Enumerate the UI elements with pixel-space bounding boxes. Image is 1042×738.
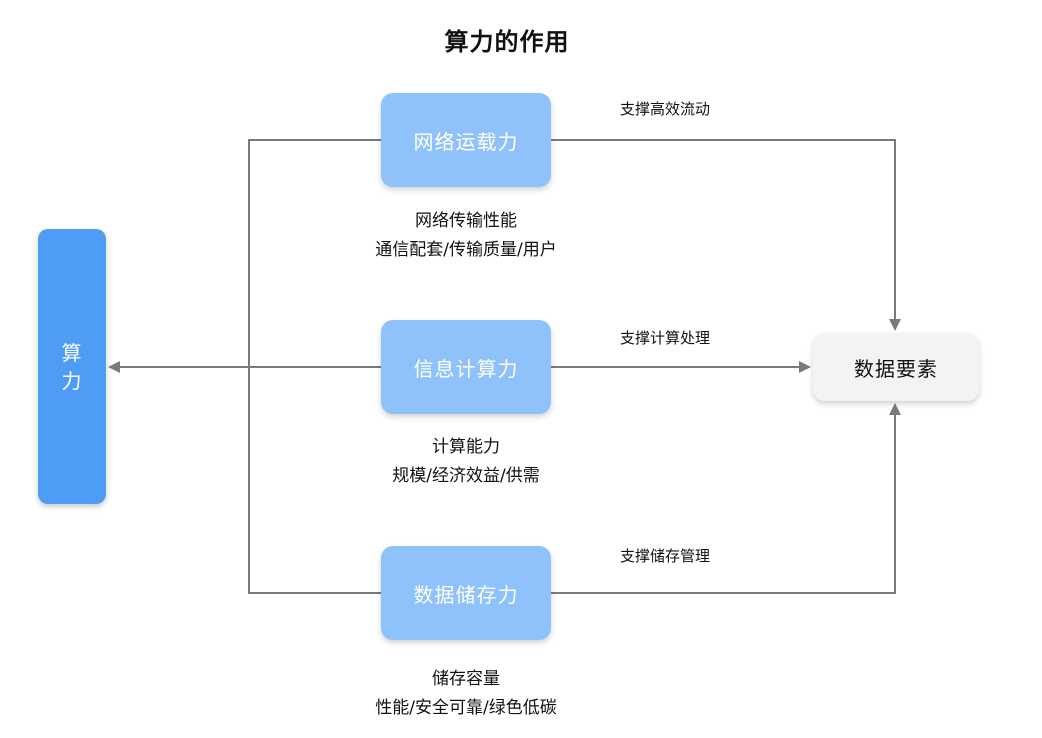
network-caption-line1: 网络传输性能 (415, 211, 517, 231)
data-node-label: 数据要素 (854, 356, 938, 381)
network-node-label: 网络运载力 (413, 129, 519, 154)
storage-edge-label: 支撑储存管理 (620, 547, 711, 565)
data-storage-node: 数据储存力 (381, 546, 551, 640)
storage-caption-line2: 性能/安全可靠/绿色低碳 (375, 698, 557, 718)
info-caption: 计算能力 规模/经济效益/供需 (316, 433, 616, 491)
compute-node-label-1: 算 (61, 340, 83, 365)
info-node-label: 信息计算力 (413, 356, 519, 381)
storage-caption-line1: 储存容量 (432, 669, 500, 689)
network-caption-line2: 通信配套/传输质量/用户 (375, 240, 557, 260)
arrow-network-to-data (551, 139, 901, 331)
compute-power-node: 算 力 (38, 229, 106, 504)
network-edge-label: 支撑高效流动 (620, 100, 711, 118)
network-caption: 网络传输性能 通信配套/传输质量/用户 (316, 207, 616, 265)
info-edge-label: 支撑计算处理 (620, 329, 711, 347)
compute-node-label-2: 力 (61, 368, 83, 393)
storage-node-label: 数据储存力 (413, 582, 519, 607)
network-capacity-node: 网络运载力 (381, 93, 551, 187)
info-caption-line2: 规模/经济效益/供需 (392, 466, 540, 486)
info-caption-line1: 计算能力 (432, 437, 500, 457)
data-element-node: 数据要素 (813, 333, 979, 401)
diagram-title: 算力的作用 (444, 28, 570, 56)
info-compute-node: 信息计算力 (381, 320, 551, 414)
storage-caption: 储存容量 性能/安全可靠/绿色低碳 (316, 665, 616, 723)
arrow-storage-to-data (551, 403, 901, 594)
